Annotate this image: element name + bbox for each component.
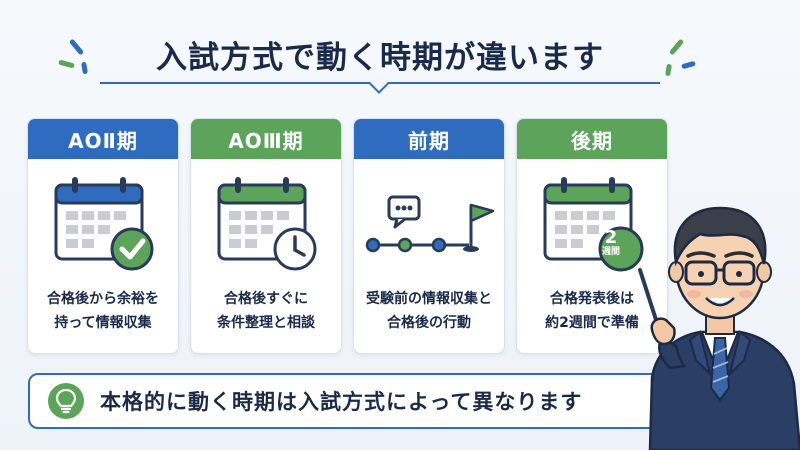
card-header: AOⅡ期 [28, 119, 178, 159]
card-ao2: AOⅡ期 合格後から余裕を 持って情報収集 [27, 118, 179, 354]
calendar-two-weeks-icon: 2 週間 [517, 175, 667, 275]
card-header: 前期 [354, 119, 504, 159]
summary-text: 本格的に動く時期は入試方式によって異なります [100, 390, 583, 414]
card-description: 受験前の情報収集と 合格後の行動 [366, 291, 492, 331]
card-description: 合格発表後は 約2週間で準備 [545, 291, 639, 331]
presenter-illustration [630, 178, 800, 450]
title-underline-notch [369, 74, 389, 94]
title-area: 入試方式で動く時期が違います [58, 20, 700, 100]
timeline-flag-icon [354, 175, 504, 275]
card-header: 後期 [517, 119, 667, 159]
card-description: 合格後すぐに 条件整理と相談 [217, 291, 315, 331]
summary-banner: 本格的に動く時期は入試方式によって異なります [28, 373, 668, 429]
card-header: AOⅢ期 [191, 119, 341, 159]
lightbulb-icon [48, 383, 84, 419]
card-description: 合格後から余裕を 持って情報収集 [47, 291, 159, 331]
card-kouki: 後期 2 週間 合格発表後は 約2週間で準備 [516, 118, 668, 354]
calendar-check-icon [28, 175, 178, 275]
two-weeks-badge: 2 週間 [601, 227, 620, 257]
calendar-clock-icon [191, 175, 341, 275]
card-zenki: 前期 受験前の情報収集と 合格後の行動 [353, 118, 505, 354]
page-title: 入試方式で動く時期が違います [156, 40, 604, 76]
card-ao3: AOⅢ期 合格後すぐに 条件整理と相談 [190, 118, 342, 354]
